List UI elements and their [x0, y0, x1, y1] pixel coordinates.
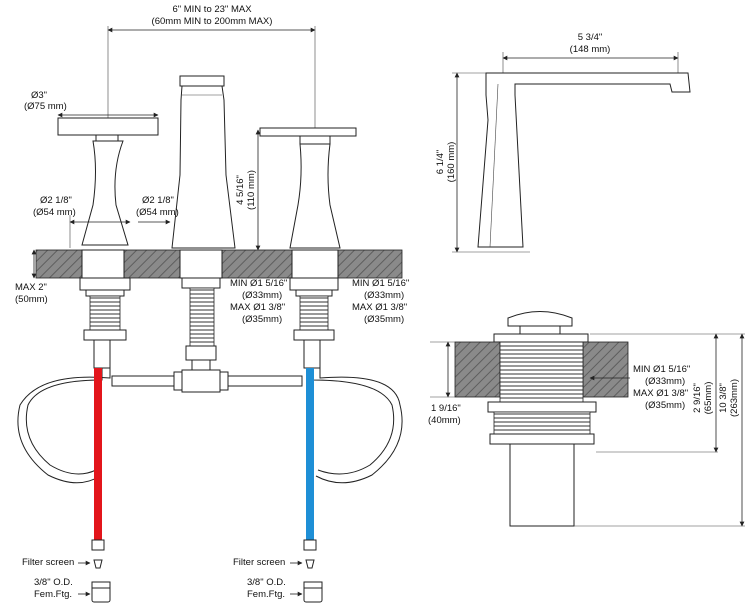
od-left-label: 3/8" O.D. — [34, 577, 73, 588]
hole-center-min-mm: (Ø33mm) — [242, 290, 282, 301]
drain-len-long-mm: (263mm) — [729, 379, 740, 417]
left-hose-loop — [25, 368, 103, 475]
spread-label: 6" MIN to 23" MAX — [172, 4, 252, 15]
reach-label-mm: (148 mm) — [570, 44, 611, 55]
drain-hole-min-mm: (Ø33mm) — [645, 376, 685, 387]
left-handle — [57, 117, 159, 246]
cold-supply-line — [306, 368, 314, 540]
side-height-label: 6 1/4" — [435, 150, 446, 175]
filter-screen-right-label: Filter screen — [233, 557, 285, 568]
drain-hole-min: MIN Ø1 5/16" — [633, 364, 690, 375]
hole-right-min: MIN Ø1 5/16" — [352, 278, 409, 289]
right-filter-fitting: Filter screen 3/8" O.D. Fem.Ftg. — [233, 557, 323, 603]
hole-center-max: MAX Ø1 3/8" — [230, 302, 285, 313]
base-dia-left-label: Ø2 1/8" — [40, 195, 72, 206]
reach-label: 5 3/4" — [578, 32, 603, 43]
fem-right-label: Fem.Ftg. — [247, 589, 285, 600]
spout-profile — [477, 72, 691, 248]
center-spout — [171, 75, 236, 249]
hole-right-max: MAX Ø1 3/8" — [352, 302, 407, 313]
left-valve — [79, 277, 131, 369]
od-right-label: 3/8" O.D. — [247, 577, 286, 588]
hole-center-min: MIN Ø1 5/16" — [230, 278, 287, 289]
drain-hole-max-mm: (Ø35mm) — [645, 400, 685, 411]
drain-hole-max: MAX Ø1 3/8" — [633, 388, 688, 399]
tee-connector — [111, 369, 303, 393]
drain-thickness-label: 1 9/16" — [431, 403, 461, 414]
base-dia-mid-label-mm: (Ø54 mm) — [136, 207, 179, 218]
right-handle — [259, 127, 357, 249]
drain-deck-right — [582, 341, 629, 398]
hole-right-max-mm: (Ø35mm) — [364, 314, 404, 325]
max-deck-label: MAX 2" — [15, 282, 47, 293]
left-filter-fitting: Filter screen 3/8" O.D. Fem.Ftg. — [22, 557, 111, 603]
base-dia-left-label-mm: (Ø54 mm) — [33, 207, 76, 218]
hole-center-max-mm: (Ø35mm) — [242, 314, 282, 325]
right-valve — [289, 277, 339, 369]
spread-label-mm: (60mm MIN to 200mm MAX) — [152, 16, 273, 27]
drain-thickness-label-mm: (40mm) — [428, 415, 461, 426]
spout-shank — [181, 277, 221, 373]
drain-len-short-mm: (65mm) — [703, 382, 714, 415]
handle-dia-label: Ø3" — [31, 90, 47, 101]
hot-supply-line — [94, 368, 102, 540]
fem-left-label: Fem.Ftg. — [34, 589, 72, 600]
hole-right-min-mm: (Ø33mm) — [364, 290, 404, 301]
drain-len-long: 10 3/8" — [718, 383, 729, 413]
filter-screen-left-label: Filter screen — [22, 557, 74, 568]
height-label-mm: (110 mm) — [246, 170, 257, 210]
side-height-label-mm: (160 mm) — [446, 142, 457, 183]
drain-deck-left — [454, 341, 501, 398]
height-label: 4 5/16" — [235, 175, 246, 205]
max-deck-label-mm: (50mm) — [15, 294, 48, 305]
front-view: 6" MIN to 23" MAX (60mm MIN to 200mm MAX… — [15, 4, 409, 603]
right-hose-loop — [311, 368, 395, 475]
drain-view: MIN Ø1 5/16" (Ø33mm) MAX Ø1 3/8" (Ø35mm)… — [428, 311, 745, 527]
drain-len-short: 2 9/16" — [692, 383, 703, 413]
countertop-section — [35, 249, 403, 279]
handle-dia-label-mm: (Ø75 mm) — [24, 101, 67, 112]
base-dia-mid-label: Ø2 1/8" — [142, 195, 174, 206]
side-view: 5 3/4" (148 mm) 6 1/4" (160 mm) — [435, 32, 691, 253]
